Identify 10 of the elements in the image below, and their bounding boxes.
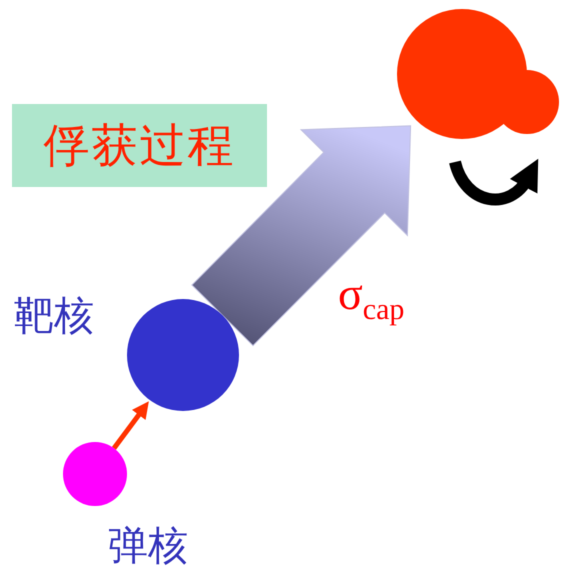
arrow	[112, 401, 149, 450]
block-arrow	[191, 125, 412, 346]
nucleus-label: 弹核	[108, 522, 188, 570]
process-title: 俘获过程	[44, 116, 236, 174]
edge-label: σ$_{cap}$	[338, 268, 404, 328]
nucleus-circle	[127, 299, 239, 411]
compound-nucleus-drawing	[396, 8, 560, 142]
nucleus-label: 靶核	[14, 292, 94, 340]
nucleus-circle	[63, 442, 127, 506]
title-box	[12, 104, 267, 187]
